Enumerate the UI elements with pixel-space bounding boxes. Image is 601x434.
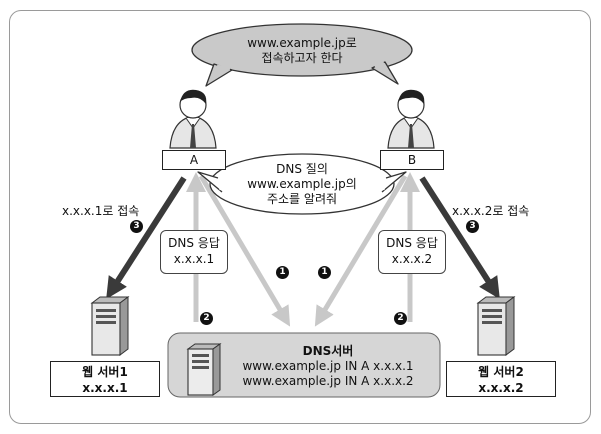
query-arrow-b: [314, 174, 408, 327]
step-2-b-icon: 2: [394, 312, 407, 325]
web-server-1-ip: x.x.x.1: [82, 381, 128, 395]
step-3-a-icon: 3: [130, 220, 143, 233]
connect-arrow-b: [419, 176, 500, 300]
web-server-1-icon: [90, 296, 130, 356]
client-a-label: A: [162, 150, 226, 170]
step-3-b-icon: 3: [466, 220, 479, 233]
web-server-2-ip: x.x.x.2: [478, 381, 524, 395]
query-line1: DNS 질의: [276, 162, 328, 176]
step-1-a-icon: 1: [276, 266, 289, 279]
dns-record-1: www.example.jp IN A x.x.x.1: [242, 359, 414, 373]
dns-response-a: DNS 응답 x.x.x.1: [160, 230, 228, 274]
top-bubble-text: www.example.jp로 접속하고자 한다: [232, 36, 372, 66]
dns-server-title: DNS서버: [302, 344, 354, 358]
web-server-2-label: 웹 서버2 x.x.x.2: [446, 361, 556, 397]
web-server-1-name: 웹 서버1: [82, 365, 128, 379]
response-b-line2: x.x.x.2: [391, 252, 433, 266]
web-server-2-name: 웹 서버2: [478, 365, 524, 379]
response-a-line1: DNS 응답: [168, 236, 220, 250]
top-bubble-line1: www.example.jp로: [247, 36, 357, 50]
response-a-line2: x.x.x.1: [173, 252, 215, 266]
dns-server-area: [167, 332, 441, 398]
query-bubble-text: DNS 질의 www.example.jp의 주소를 알려줘: [237, 162, 367, 207]
response-b-line1: DNS 응답: [386, 236, 438, 250]
person-a-icon: [169, 89, 217, 149]
person-b-icon: [387, 89, 435, 149]
top-bubble-line2: 접속하고자 한다: [261, 51, 343, 65]
query-line3: 주소를 알려줘: [266, 192, 338, 206]
query-arrow-a: [198, 174, 291, 327]
top-speech-bubble: [191, 23, 413, 87]
client-b-label: B: [380, 150, 444, 170]
query-line2: www.example.jp의: [247, 177, 357, 191]
connect-a-text: x.x.x.1로 접속: [62, 204, 140, 218]
dns-response-b: DNS 응답 x.x.x.2: [378, 230, 446, 274]
dns-server-icon: [186, 343, 222, 396]
dns-query-bubble: [197, 153, 407, 215]
step-2-a-icon: 2: [200, 312, 213, 325]
step-1-b-icon: 1: [318, 266, 331, 279]
connect-b-text: x.x.x.2로 접속: [452, 204, 530, 218]
dns-record-2: www.example.jp IN A x.x.x.2: [242, 374, 414, 388]
web-server-2-icon: [476, 296, 516, 356]
connect-arrow-a: [106, 176, 187, 300]
web-server-1-label: 웹 서버1 x.x.x.1: [50, 361, 160, 397]
dns-server-text: DNS서버 www.example.jp IN A x.x.x.1 www.ex…: [228, 344, 428, 389]
